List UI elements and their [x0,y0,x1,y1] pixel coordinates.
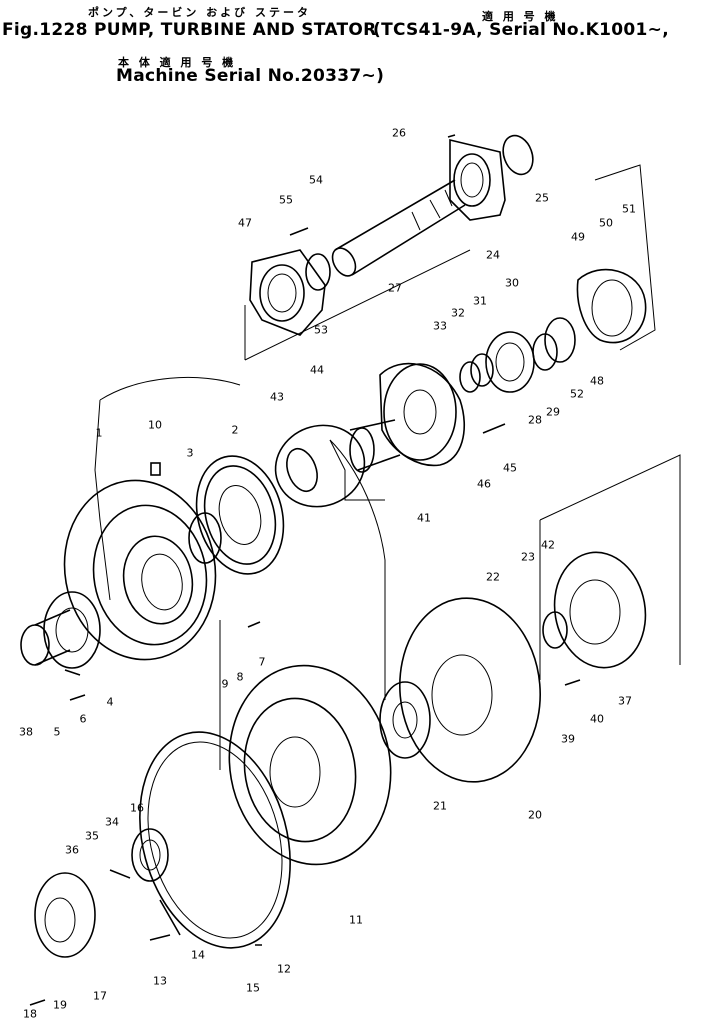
part-27-turbine-shaft [331,179,466,277]
callout-1: 1 [95,426,103,440]
callout-46: 46 [477,477,491,491]
callout-33: 33 [433,319,447,333]
callout-31: 31 [473,294,487,308]
callout-12: 12 [277,962,291,976]
callout-55: 55 [279,193,293,207]
group-leader-47 [244,249,471,361]
callout-50: 50 [599,216,613,230]
callout-54: 54 [309,173,323,187]
callout-34: 34 [105,815,119,829]
callout-27: 27 [388,281,402,295]
jp-title: ポンプ、タービン および ステータ [88,6,311,19]
callout-39: 39 [561,732,575,746]
part-32-ring [459,361,481,393]
callout-44: 44 [310,363,324,377]
callout-35: 35 [85,829,99,843]
small-fasteners [29,134,581,1006]
callout-52: 52 [570,387,584,401]
callout-36: 36 [65,843,79,857]
machine-serial: Machine Serial No.20337~) [116,66,385,86]
callout-45: 45 [503,461,517,475]
part-41-pump-hub [349,362,466,473]
callout-10: 10 [148,418,162,432]
callout-48: 48 [590,374,604,388]
callout-29: 29 [546,405,560,419]
part-17-flange [34,872,96,958]
callout-47: 47 [238,216,252,230]
callout-23: 23 [521,550,535,564]
callout-49: 49 [571,230,585,244]
callout-6: 6 [79,712,87,726]
part-11-front-cover [228,664,392,866]
callout-17: 17 [93,989,107,1003]
part-2-gear-ring [195,455,285,575]
callout-24: 24 [486,248,500,262]
part-25-seal-ring [502,134,534,176]
callout-37: 37 [618,694,632,708]
callout-18: 18 [23,1007,37,1021]
callout-40: 40 [590,712,604,726]
housing-outline [94,376,386,770]
part-30-bearing [485,331,535,393]
callout-25: 25 [535,191,549,205]
part-16-bearing [131,828,169,882]
callout-43: 43 [270,390,284,404]
callout-16: 16 [130,801,144,815]
part-38-shaft [20,609,71,666]
callout-9: 9 [221,677,229,691]
callout-15: 15 [246,981,260,995]
callout-11: 11 [349,913,363,927]
callout-7: 7 [258,655,266,669]
part-24-flange [449,138,506,221]
callout-42: 42 [541,538,555,552]
callout-20: 20 [528,808,542,822]
callout-3: 3 [186,446,194,460]
figure-title: Fig.1228 PUMP, TURBINE AND STATOR [2,20,377,40]
part-21-hub [379,681,431,759]
callout-21: 21 [433,799,447,813]
part-1-pump-impeller [63,479,217,661]
part-12-ring-gear [139,731,291,949]
part-43-o-ring [286,447,318,493]
callout-30: 30 [505,276,519,290]
callout-19: 19 [53,998,67,1012]
jp-applicable-1: 適 用 号 機 [482,10,559,23]
callout-26: 26 [392,126,406,140]
callout-14: 14 [191,948,205,962]
callout-5: 5 [53,725,61,739]
callout-8: 8 [236,670,244,684]
callout-4: 4 [106,695,114,709]
callout-38: 38 [19,725,33,739]
callout-41: 41 [417,511,431,525]
callout-22: 22 [486,570,500,584]
part-37-stator [553,551,647,669]
part-3-bearing [188,512,222,564]
group-leader-37 [539,454,681,680]
callout-51: 51 [622,202,636,216]
callout-32: 32 [451,306,465,320]
part-44-o-ring [274,424,366,508]
part-42-ring [542,611,568,649]
part-47-bearing-housing [249,249,331,336]
part-22-turbine [399,597,541,783]
callout-2: 2 [231,423,239,437]
jp-applicable-2: 本 体 適 用 号 機 [118,56,237,69]
part-52-ring [544,317,576,363]
part-48-cover [576,164,656,351]
callout-13: 13 [153,974,167,988]
part-31-ring [470,353,494,387]
serial-line: (TCS41-9A, Serial No.K1001~, [373,20,669,40]
callout-53: 53 [314,323,328,337]
callout-28: 28 [528,413,542,427]
